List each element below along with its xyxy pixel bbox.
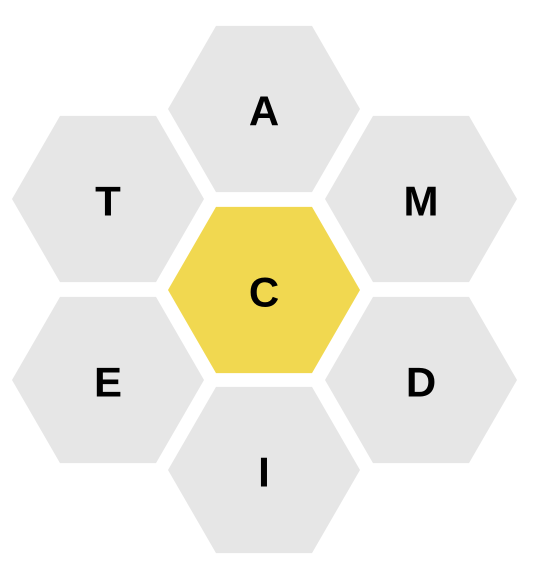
- hive-cell-center[interactable]: C: [168, 206, 360, 374]
- hive-cell-lower-left[interactable]: E: [12, 296, 204, 464]
- hive-cell-lower-left-shape: [12, 296, 204, 464]
- hive-cell-top-shape: [168, 25, 360, 193]
- hive-cell-upper-left-shape: [12, 115, 204, 283]
- hive-cell-bottom-shape: [168, 386, 360, 554]
- hive-cell-bottom[interactable]: I: [168, 386, 360, 554]
- hive-cell-upper-right-shape: [325, 115, 517, 283]
- hive-cell-lower-right-shape: [325, 296, 517, 464]
- hive-cell-lower-right[interactable]: D: [325, 296, 517, 464]
- hive-cell-center-shape: [168, 206, 360, 374]
- hive-cell-top[interactable]: A: [168, 25, 360, 193]
- hive-cell-upper-right[interactable]: M: [325, 115, 517, 283]
- hive-cell-upper-left[interactable]: T: [12, 115, 204, 283]
